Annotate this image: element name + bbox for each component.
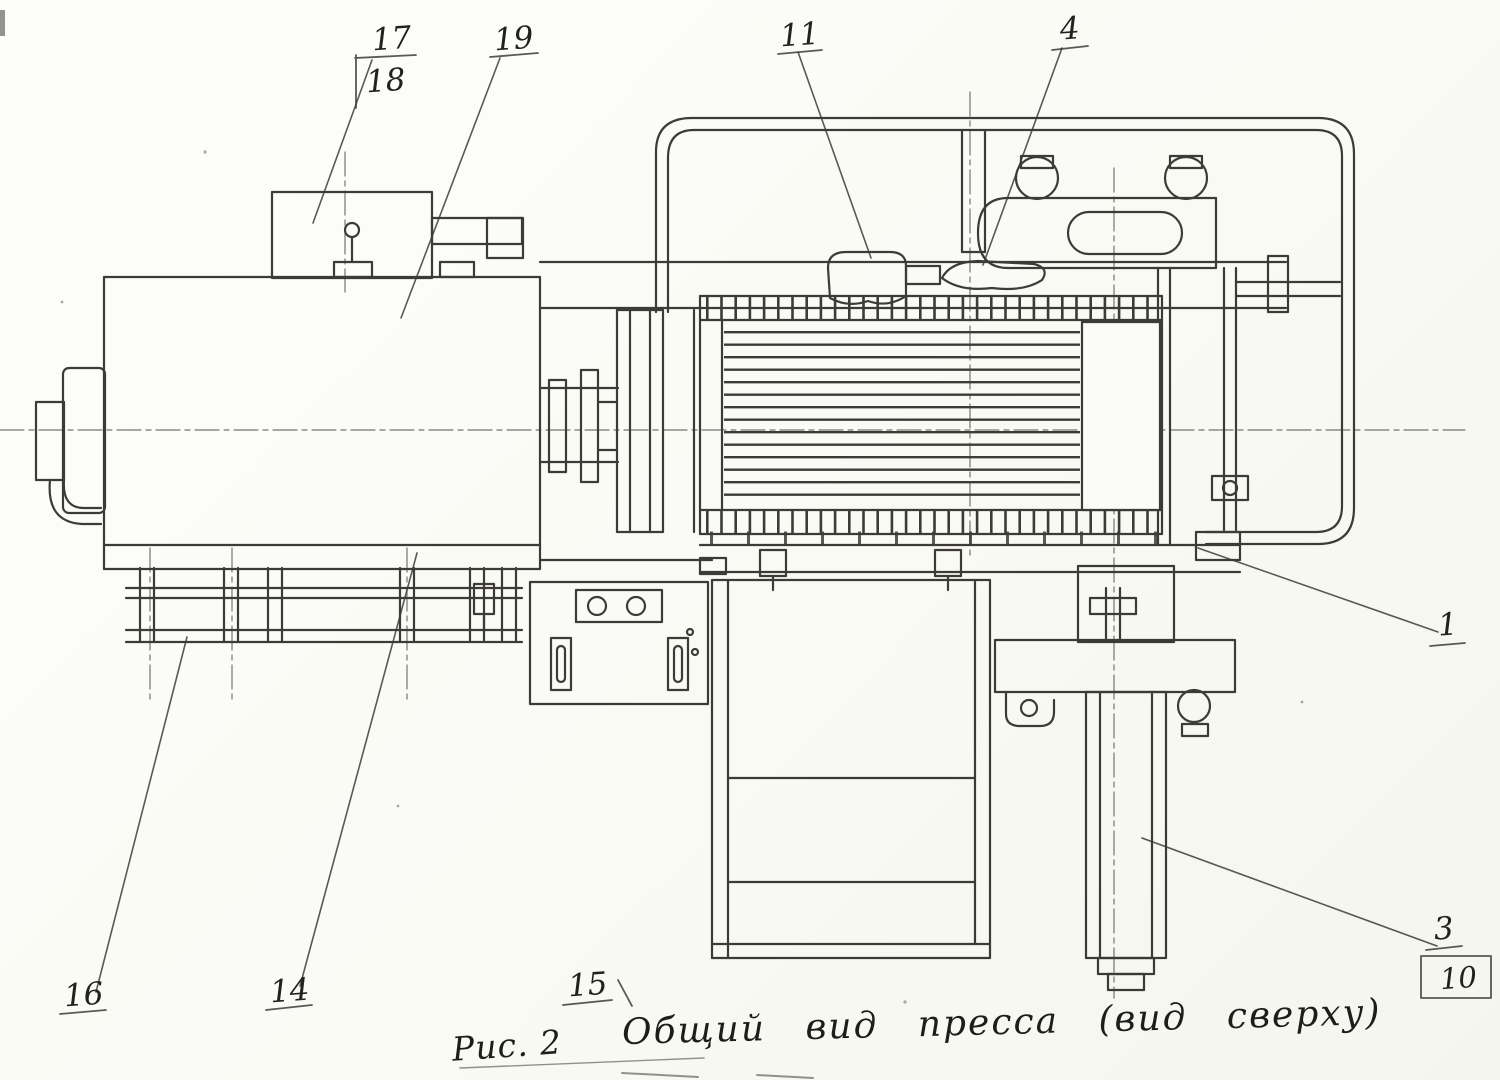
callout-16: 16 <box>62 975 105 1015</box>
lower-frame <box>698 556 992 960</box>
callout-1: 1 <box>1436 606 1459 644</box>
left-pipe <box>34 366 107 526</box>
control-panel <box>528 580 710 706</box>
callout-10: 10 <box>1438 959 1479 997</box>
callout-3: 3 <box>1432 910 1455 948</box>
callout-marks <box>59 45 1492 1015</box>
callout-19: 19 <box>492 19 535 59</box>
drive-housing <box>102 275 714 634</box>
coupling <box>538 308 665 534</box>
callout-14: 14 <box>268 971 311 1011</box>
leader-lines <box>95 47 1439 993</box>
figure-number-label: Рис. 2 <box>450 1022 564 1069</box>
base-frame <box>124 566 524 644</box>
feed-units <box>826 250 1046 305</box>
callout-15: 15 <box>566 965 609 1005</box>
callout-4: 4 <box>1058 10 1081 48</box>
press-plates <box>692 294 1164 536</box>
callout-17: 17 <box>370 19 413 59</box>
pipe-frame <box>654 116 1356 546</box>
upper-gearbox <box>270 190 525 280</box>
callout-18: 18 <box>364 61 407 101</box>
callout-11: 11 <box>778 15 821 55</box>
centerlines <box>0 91 1466 999</box>
cylinder-assembly <box>993 564 1237 992</box>
scan-artifacts <box>0 10 1304 1079</box>
bed-rail <box>698 530 1242 592</box>
